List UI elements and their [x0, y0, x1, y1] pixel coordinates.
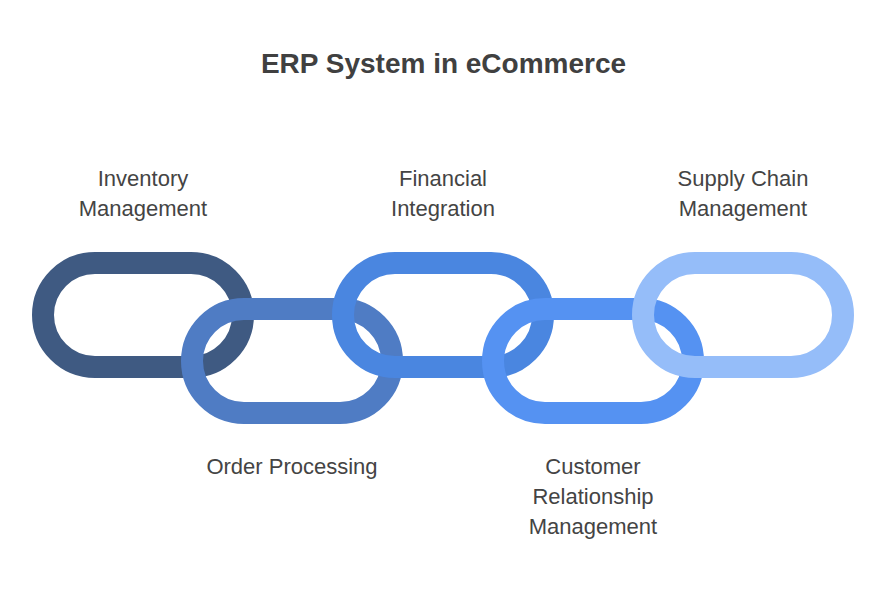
diagram-title: ERP System in eCommerce — [0, 48, 887, 80]
chain-link-shape — [632, 252, 854, 378]
link-label: Order Processing — [172, 452, 412, 482]
chain-link: Supply Chain Management — [632, 252, 854, 378]
chain-link-outline — [643, 263, 843, 367]
link-label: Customer Relationship Management — [518, 452, 668, 542]
link-label: Supply Chain Management — [651, 164, 836, 224]
link-label: Financial Integration — [363, 164, 523, 224]
link-label: Inventory Management — [63, 164, 223, 224]
